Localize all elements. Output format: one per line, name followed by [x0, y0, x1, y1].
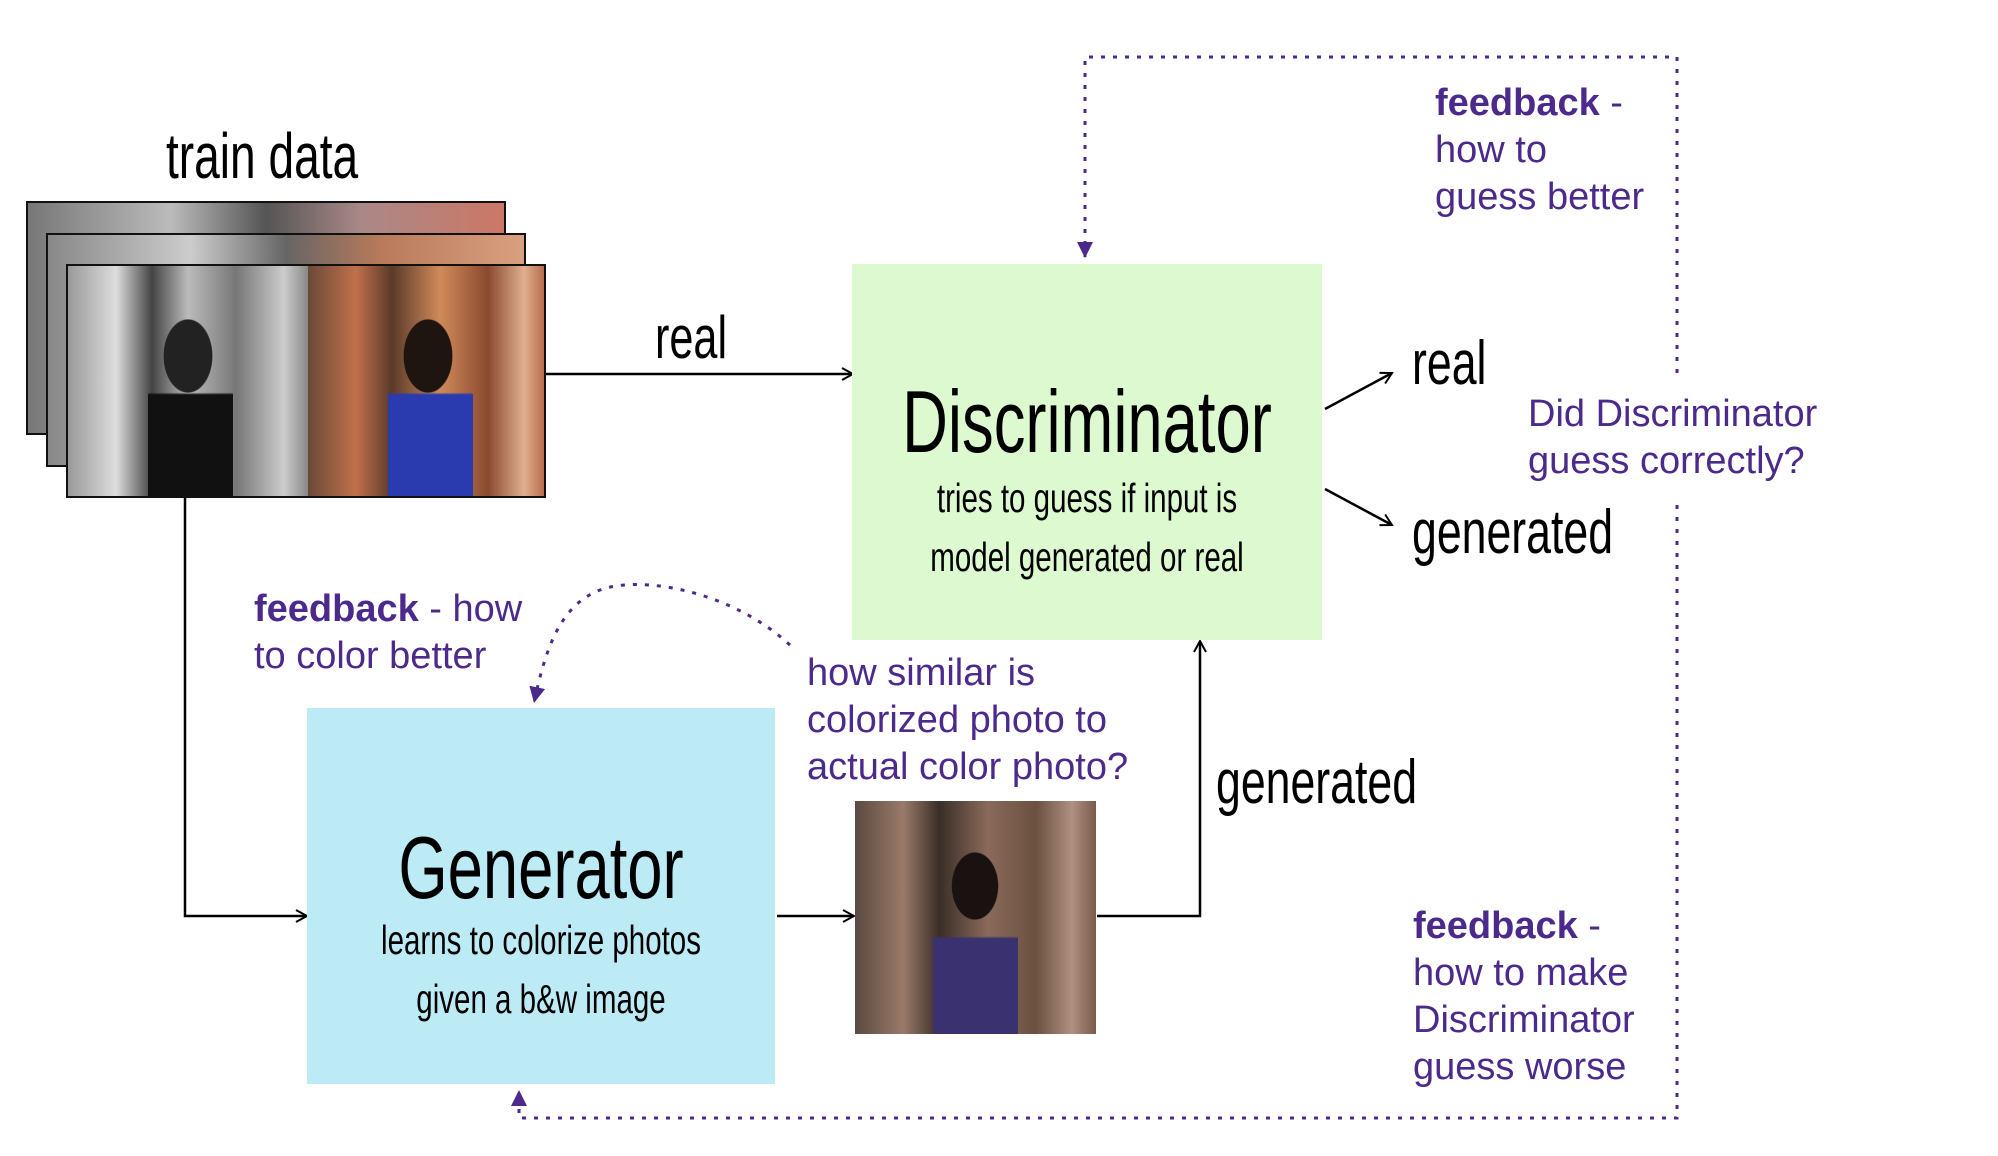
feedback-generator-line3: Discriminator: [1413, 999, 1635, 1041]
generator-box: Generator learns to colorize photos give…: [307, 708, 775, 1084]
feedback-discriminator-line3: guess better: [1435, 176, 1645, 218]
discriminator-title: Discriminator: [902, 372, 1272, 471]
color-feedback-curve: [529, 583, 792, 704]
bw-input-arrow: [183, 498, 307, 916]
feedback-color-line2: to color better: [254, 635, 487, 677]
feedback-discriminator-loop: [1077, 55, 1679, 373]
output-generated-arrow: [1324, 487, 1392, 527]
similarity-line3: actual color photo?: [807, 746, 1129, 788]
feedback-rest: -: [1577, 905, 1601, 947]
feedback-generator-label: feedback - how to make Discriminator gue…: [1413, 903, 1635, 1091]
feedback-bold: feedback: [1435, 82, 1600, 124]
generator-title: Generator: [398, 818, 684, 917]
generator-desc-line2: given a b&w image: [416, 976, 666, 1022]
similarity-label: how similar is colorized photo to actual…: [807, 650, 1128, 791]
feedback-rest: -: [1599, 82, 1623, 124]
feedback-rest: - how: [418, 588, 523, 630]
color-photo: [308, 266, 544, 496]
colorized-photo: [855, 801, 1096, 1034]
generator-desc-line1: learns to colorize photos: [381, 917, 701, 963]
generated-input-label: generated: [1216, 748, 1418, 817]
feedback-generator-line4: guess worse: [1413, 1046, 1627, 1088]
output-real-arrow: [1324, 371, 1392, 411]
output-generated-label: generated: [1412, 498, 1614, 567]
feedback-color-line1: feedback - how: [254, 586, 522, 633]
feedback-generator-line2: how to make: [1413, 952, 1629, 994]
discriminator-desc-line2: model generated or real: [930, 534, 1244, 580]
train-data-label: train data: [166, 120, 359, 192]
feedback-discriminator-line1: feedback -: [1435, 80, 1644, 127]
feedback-discriminator-label: feedback - how to guess better: [1435, 80, 1644, 221]
feedback-bold: feedback: [254, 588, 419, 630]
question-label: Did Discriminator guess correctly?: [1528, 391, 1817, 485]
train-photo-front: [66, 264, 546, 498]
similarity-line2: colorized photo to: [807, 699, 1107, 741]
output-real-label: real: [1412, 329, 1487, 398]
generated-input-arrow: [1097, 641, 1200, 918]
feedback-discriminator-line2: how to: [1435, 129, 1547, 171]
discriminator-desc-line1: tries to guess if input is: [936, 475, 1238, 521]
feedback-generator-loop: [511, 505, 1679, 1120]
bw-photo: [68, 266, 308, 496]
similarity-line1: how similar is: [807, 652, 1036, 694]
question-line1: Did Discriminator: [1528, 393, 1818, 435]
feedback-generator-line1: feedback -: [1413, 903, 1635, 950]
question-line2: guess correctly?: [1528, 440, 1805, 482]
feedback-bold: feedback: [1413, 905, 1578, 947]
feedback-color-label: feedback - how to color better: [254, 586, 522, 680]
real-input-label: real: [655, 304, 728, 371]
discriminator-box: Discriminator tries to guess if input is…: [852, 264, 1322, 640]
